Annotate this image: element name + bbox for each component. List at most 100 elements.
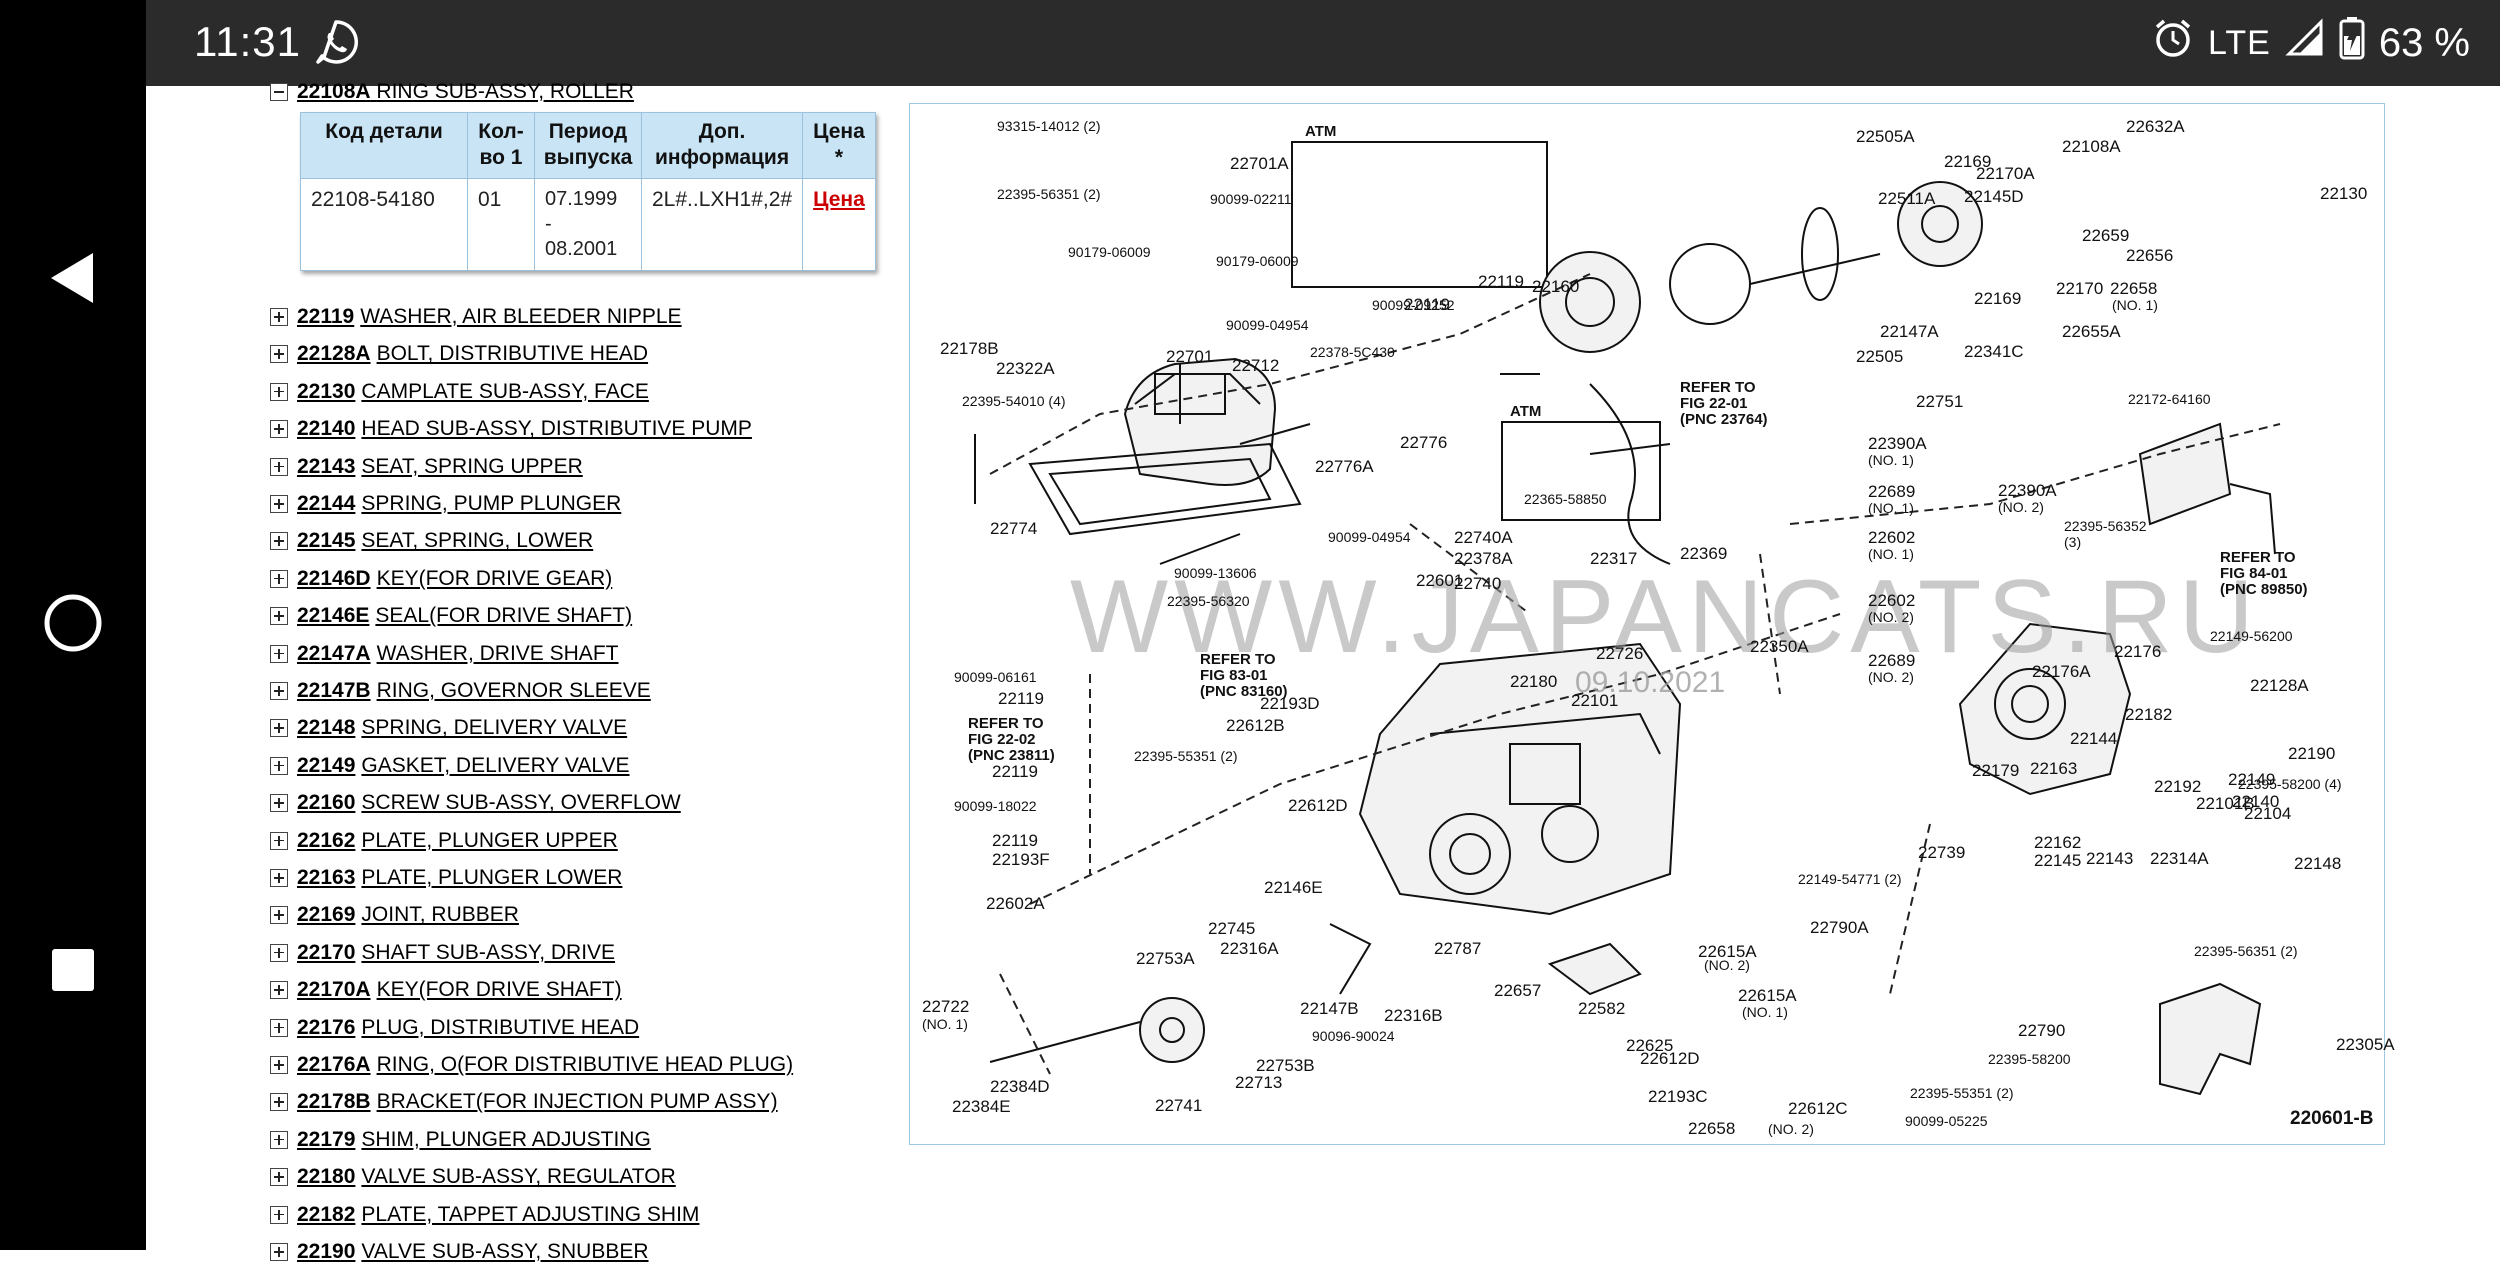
diagram-label[interactable]: (3) xyxy=(2064,534,2081,550)
diagram-label[interactable]: 90179-06009 xyxy=(1068,244,1151,260)
diagram-label[interactable]: 22615A xyxy=(1738,986,1797,1005)
diagram-label[interactable]: 22365-58850 xyxy=(1524,491,1607,507)
diagram-label[interactable]: (NO. 1) xyxy=(2112,297,2158,313)
diagram-label[interactable]: 22350A xyxy=(1750,637,1809,656)
diagram-label[interactable]: 22178B xyxy=(940,339,999,358)
diagram-label[interactable]: 22179 xyxy=(1972,761,2019,780)
diagram-label[interactable]: 22384E xyxy=(952,1097,1011,1116)
diagram-label[interactable]: 22148 xyxy=(2294,854,2341,873)
diagram-label[interactable]: 22658 xyxy=(2110,279,2157,298)
expand-icon[interactable] xyxy=(270,607,288,626)
diagram-label[interactable]: 22162 xyxy=(2034,833,2081,852)
diagram-label[interactable]: (NO. 2) xyxy=(1704,957,1750,973)
diagram-label[interactable]: 22740A xyxy=(1454,528,1513,547)
diagram-label[interactable]: 22147B xyxy=(1300,999,1359,1018)
diagram-label[interactable]: 22753B xyxy=(1256,1056,1315,1075)
diagram-label[interactable]: 22726 xyxy=(1596,644,1643,663)
diagram-label[interactable]: 22149-56200 xyxy=(2210,628,2293,644)
diagram-label[interactable]: 22172-64160 xyxy=(2128,391,2211,407)
diagram-label[interactable]: 22602 xyxy=(1868,528,1915,547)
home-circle-icon[interactable] xyxy=(0,563,146,683)
expand-icon[interactable] xyxy=(270,794,288,813)
diagram-label[interactable]: 90099-06161 xyxy=(954,669,1037,685)
diagram-label[interactable]: 22170A xyxy=(1976,164,2035,183)
expand-icon[interactable] xyxy=(270,906,288,925)
diagram-label[interactable]: 22140 xyxy=(2232,792,2279,811)
diagram-label[interactable]: 22176 xyxy=(2114,642,2161,661)
diagram-label[interactable]: 22776A xyxy=(1315,457,1374,476)
diagram-label[interactable]: 22378-5C430 xyxy=(1310,344,1395,360)
diagram-label[interactable]: (NO. 2) xyxy=(1868,669,1914,685)
diagram-label[interactable]: (NO. 2) xyxy=(1868,609,1914,625)
diagram-label[interactable]: 90099-18022 xyxy=(954,798,1037,814)
diagram-label[interactable]: 22656 xyxy=(2126,246,2173,265)
diagram-label[interactable]: 22712 xyxy=(1232,356,1279,375)
expand-icon[interactable] xyxy=(270,1130,288,1149)
expand-icon[interactable] xyxy=(270,457,288,476)
diagram-label[interactable]: 90099-13606 xyxy=(1174,565,1257,581)
diagram-label[interactable]: 22193D xyxy=(1260,694,1320,713)
diagram-label[interactable]: 22612D xyxy=(1640,1049,1700,1068)
diagram-label[interactable]: 22790A xyxy=(1810,918,1869,937)
diagram-label[interactable]: 22395-56351 (2) xyxy=(997,186,1101,202)
diagram-label[interactable]: 22689 xyxy=(1868,651,1915,670)
diagram-label[interactable]: 22101B xyxy=(2196,794,2255,813)
diagram-label[interactable]: (NO. 2) xyxy=(1998,499,2044,515)
diagram-label[interactable]: 22147A xyxy=(1880,322,1939,341)
diagram-label[interactable]: 22119 xyxy=(998,689,1044,708)
diagram-label[interactable]: 22740 xyxy=(1454,574,1501,593)
expand-icon[interactable] xyxy=(270,532,288,551)
expand-icon[interactable] xyxy=(270,981,288,1000)
expand-icon[interactable] xyxy=(270,1243,288,1261)
diagram-label[interactable]: 22176A xyxy=(2032,662,2091,681)
expand-icon[interactable] xyxy=(270,1093,288,1112)
diagram-label[interactable]: 22128A xyxy=(2250,676,2309,695)
diagram-label[interactable]: 22119 xyxy=(992,831,1038,850)
expand-icon[interactable] xyxy=(270,345,288,364)
diagram-label[interactable]: 22395-56351 (2) xyxy=(2194,943,2298,959)
diagram-label[interactable]: 22657 xyxy=(1494,981,1541,1000)
diagram-label[interactable]: 90096-90024 xyxy=(1312,1028,1395,1044)
expand-icon[interactable] xyxy=(270,1056,288,1074)
diagram-label[interactable]: 22316A xyxy=(1220,939,1279,958)
diagram-label[interactable]: 22317 xyxy=(1590,549,1637,568)
diagram-label[interactable]: 90099-05225 xyxy=(1905,1113,1988,1129)
diagram-label[interactable]: 93315-14012 (2) xyxy=(997,118,1101,134)
diagram-label[interactable]: 22395-55351 (2) xyxy=(1134,748,1238,764)
diagram-label[interactable]: 22144 xyxy=(2070,729,2117,748)
diagram-label[interactable]: 22395-55351 (2) xyxy=(1910,1085,2014,1101)
diagram-label[interactable]: 22193F xyxy=(992,850,1050,869)
diagram-label[interactable]: (NO. 2) xyxy=(1768,1121,1814,1137)
diagram-label[interactable]: 22505A xyxy=(1856,127,1915,146)
expand-icon[interactable] xyxy=(270,1018,288,1037)
back-triangle-icon[interactable] xyxy=(0,218,146,338)
diagram-label[interactable]: 22689 xyxy=(1868,482,1915,501)
expand-icon[interactable] xyxy=(270,682,288,700)
diagram-label[interactable]: 22130 xyxy=(2320,184,2367,203)
diagram-label[interactable]: 22192 xyxy=(2154,777,2201,796)
